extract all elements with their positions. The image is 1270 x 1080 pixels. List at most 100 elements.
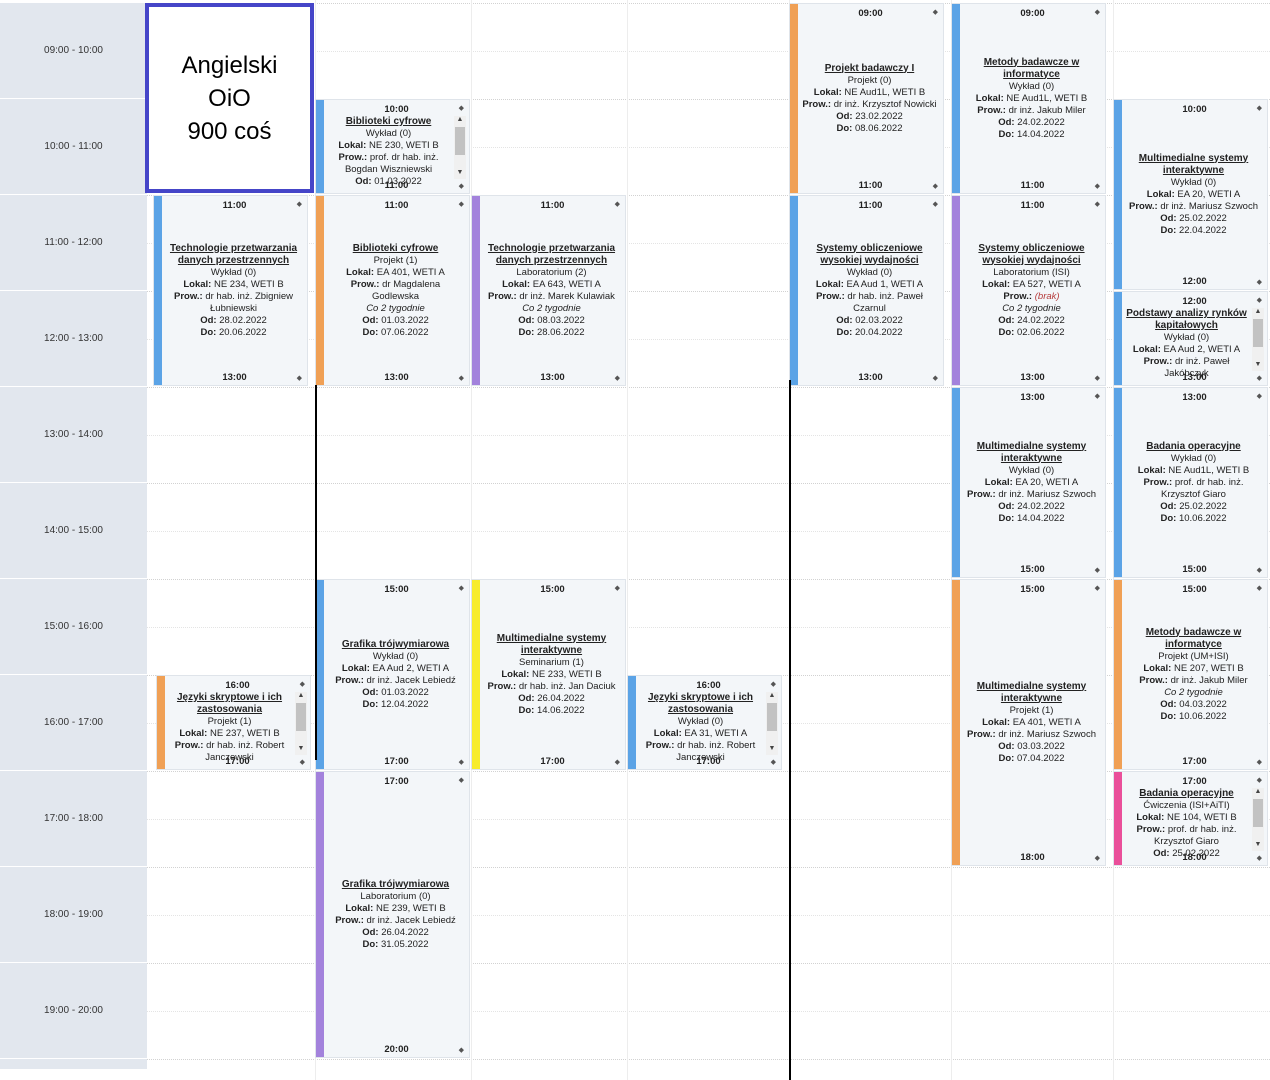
scroll-up-icon[interactable]: ▲ [1254,788,1262,795]
scroll-down-icon[interactable]: ▼ [1254,841,1262,848]
resize-bottom-icon[interactable]: ◆ [1094,855,1100,862]
scroll-down-icon[interactable]: ▼ [297,745,305,752]
event-title[interactable]: Badania operacyjne [1146,440,1241,452]
scroll-down-icon[interactable]: ▼ [456,169,464,176]
resize-bottom-icon[interactable]: ◆ [1256,279,1262,286]
event-title[interactable]: Systemy obliczeniowe wysokiej wydajności [978,242,1085,266]
event-title[interactable]: Biblioteki cyfrowe [352,242,439,254]
scrollbar-thumb[interactable] [1253,319,1263,347]
event-scrollbar[interactable]: ▲▼ [766,692,778,755]
resize-top-icon[interactable]: ◆ [296,201,302,208]
event-title[interactable]: Podstawy analizy rynków kapitałowych [1126,308,1247,331]
event-scrollbar[interactable]: ▲▼ [1252,788,1264,851]
resize-top-icon[interactable]: ◆ [458,777,464,784]
resize-top-icon[interactable]: ◆ [1256,585,1262,592]
resize-bottom-icon[interactable]: ◆ [458,183,464,190]
resize-top-icon[interactable]: ◆ [1256,777,1262,784]
resize-top-icon[interactable]: ◆ [932,9,938,16]
scrollbar-thumb[interactable] [296,703,306,731]
scrollbar-thumb[interactable] [1253,799,1263,827]
scroll-down-icon[interactable]: ▼ [768,745,776,752]
scroll-up-icon[interactable]: ▲ [297,692,305,699]
resize-top-icon[interactable]: ◆ [1094,393,1100,400]
event-scrollbar[interactable]: ▲▼ [1252,308,1264,371]
event-title[interactable]: Systemy obliczeniowe wysokiej wydajności [816,242,923,266]
resize-top-icon[interactable]: ◆ [770,681,776,688]
scroll-up-icon[interactable]: ▲ [768,692,776,699]
resize-top-icon[interactable]: ◆ [1094,201,1100,208]
event-scrollbar[interactable]: ▲▼ [454,116,466,179]
scroll-up-icon[interactable]: ▲ [456,116,464,123]
resize-top-icon[interactable]: ◆ [458,105,464,112]
event-title[interactable]: Multimedialne systemy interaktywne [496,632,607,656]
resize-top-icon[interactable]: ◆ [932,201,938,208]
resize-bottom-icon[interactable]: ◆ [614,759,620,766]
resize-top-icon[interactable]: ◆ [458,585,464,592]
resize-bottom-icon[interactable]: ◆ [458,1047,464,1054]
event-title[interactable]: Metody badawcze w informatyce [1145,626,1242,650]
event-scrollbar[interactable]: ▲▼ [295,692,307,755]
resize-bottom-icon[interactable]: ◆ [458,759,464,766]
scroll-up-icon[interactable]: ▲ [1254,308,1262,315]
scrollbar-thumb[interactable] [455,127,465,155]
resize-top-icon[interactable]: ◆ [458,201,464,208]
event-title[interactable]: Technologie przetwarzania danych przestr… [487,242,616,266]
event-title[interactable]: Multimedialne systemy interaktywne [976,440,1087,464]
resize-bottom-icon[interactable]: ◆ [1256,759,1262,766]
event-title[interactable]: Multimedialne systemy interaktywne [976,680,1087,704]
event-title[interactable]: Biblioteki cyfrowe [345,116,432,127]
event-title[interactable]: Projekt badawczy I [824,62,915,74]
event-title[interactable]: Technologie przetwarzania danych przestr… [169,242,298,266]
resize-bottom-icon[interactable]: ◆ [458,375,464,382]
resize-bottom-icon[interactable]: ◆ [1256,375,1262,382]
event-title[interactable]: Grafika trójwymiarowa [341,878,450,890]
resize-bottom-icon[interactable]: ◆ [932,183,938,190]
resize-top-icon[interactable]: ◆ [299,681,305,688]
resize-top-icon[interactable]: ◆ [1256,105,1262,112]
resize-top-icon[interactable]: ◆ [1094,585,1100,592]
resize-bottom-icon[interactable]: ◆ [932,375,938,382]
event-title[interactable]: Języki skryptowe i ich zastosowania [647,692,754,715]
resize-top-icon[interactable]: ◆ [1094,9,1100,16]
event-title[interactable]: Multimedialne systemy interaktywne [1138,152,1249,176]
resize-bottom-icon[interactable]: ◆ [1094,183,1100,190]
scroll-down-icon[interactable]: ▼ [1254,361,1262,368]
resize-bottom-icon[interactable]: ◆ [1256,567,1262,574]
event-title[interactable]: Metody badawcze w informatyce [983,56,1080,80]
event-title[interactable]: Grafika trójwymiarowa [341,638,450,650]
resize-bottom-icon[interactable]: ◆ [1094,567,1100,574]
resize-top-icon[interactable]: ◆ [1256,393,1262,400]
event-title[interactable]: Badania operacyjne [1139,788,1234,799]
resize-top-icon[interactable]: ◆ [1256,297,1262,304]
resize-bottom-icon[interactable]: ◆ [770,759,776,766]
resize-bottom-icon[interactable]: ◆ [296,375,302,382]
event-title[interactable]: Języki skryptowe i ich zastosowania [176,692,283,715]
resize-bottom-icon[interactable]: ◆ [1094,375,1100,382]
resize-bottom-icon[interactable]: ◆ [299,759,305,766]
resize-top-icon[interactable]: ◆ [614,585,620,592]
scrollbar-thumb[interactable] [767,703,777,731]
resize-bottom-icon[interactable]: ◆ [614,375,620,382]
resize-bottom-icon[interactable]: ◆ [1256,855,1262,862]
resize-top-icon[interactable]: ◆ [614,201,620,208]
